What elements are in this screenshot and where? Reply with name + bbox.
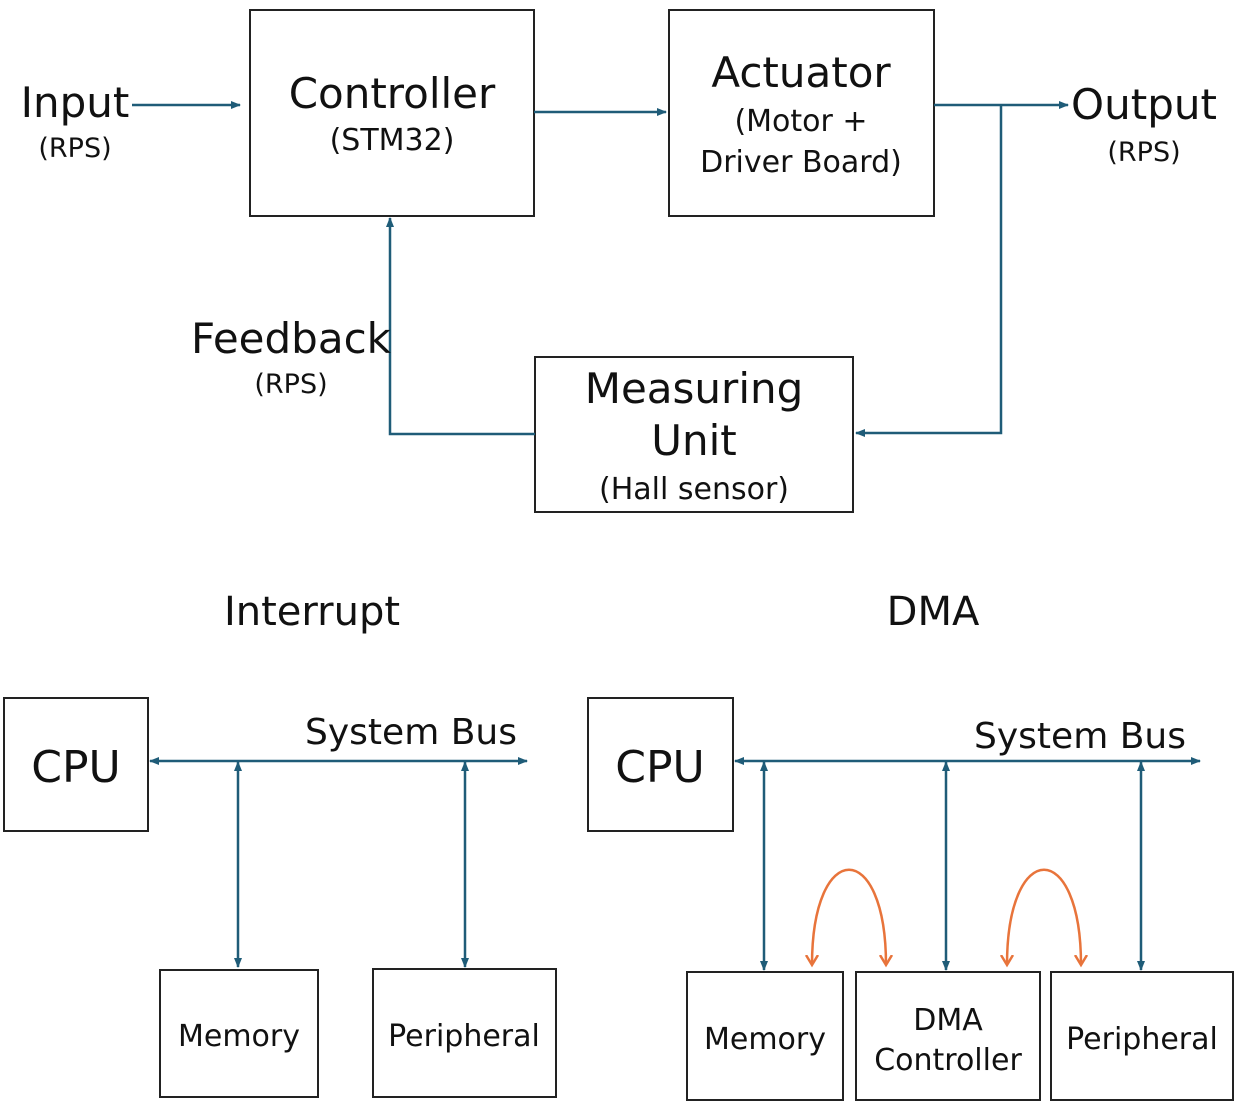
dma-peripheral-transfer-arc (1007, 868, 1081, 965)
output-branch-arrow (855, 105, 1003, 437)
dma-diagram: DMA CPU System Bus Memory DMA Controller… (587, 589, 1234, 1101)
dma-memory-box (686, 971, 844, 1101)
dma-memory-transfer-arc (812, 868, 886, 965)
actuator-box (668, 9, 935, 217)
interrupt-diagram: Interrupt CPU System Bus Memory Peripher… (3, 589, 557, 1098)
input-unit: (RPS) (38, 133, 111, 164)
dma-memory-label: Memory (704, 1022, 826, 1057)
measuring-unit-line2: Unit (651, 416, 737, 465)
dma-controller-box (855, 971, 1041, 1101)
control-loop: Input (RPS) Controller (STM32) Actuator … (21, 9, 1217, 513)
controller-title: Controller (289, 69, 496, 118)
dma-bus-label: System Bus (974, 716, 1186, 757)
dma-cpu-label: CPU (615, 742, 704, 793)
output-label: Output (1071, 80, 1217, 129)
controller-subtitle: (STM32) (330, 123, 455, 158)
interrupt-peripheral-label: Peripheral (388, 1019, 540, 1054)
dma-cpu-box (587, 697, 734, 832)
interrupt-memory-box (159, 969, 319, 1098)
dma-peripheral-label: Peripheral (1066, 1022, 1218, 1057)
feedback-unit: (RPS) (254, 369, 327, 400)
dma-peripheral-box (1050, 971, 1234, 1101)
measuring-unit-subtitle: (Hall sensor) (599, 472, 789, 507)
interrupt-peripheral-box (372, 968, 557, 1098)
actuator-line2: Driver Board) (700, 145, 902, 180)
input-label: Input (21, 78, 130, 127)
dma-controller-label-line1: DMA (913, 1003, 983, 1038)
interrupt-title: Interrupt (224, 589, 400, 635)
actuator-title: Actuator (711, 48, 891, 97)
actuator-line1: (Motor + (734, 104, 867, 139)
interrupt-cpu-label: CPU (31, 742, 120, 793)
dma-controller-label-line2: Controller (874, 1043, 1022, 1078)
measuring-unit-line1: Measuring (585, 364, 804, 413)
interrupt-bus-label: System Bus (305, 712, 517, 753)
feedback-arrow (386, 217, 535, 436)
controller-box (249, 9, 535, 217)
measuring-unit-box (534, 356, 854, 513)
feedback-label: Feedback (191, 314, 392, 363)
interrupt-cpu-box (3, 697, 149, 832)
dma-title: DMA (887, 589, 980, 635)
output-unit: (RPS) (1107, 137, 1180, 168)
interrupt-memory-label: Memory (178, 1019, 300, 1054)
